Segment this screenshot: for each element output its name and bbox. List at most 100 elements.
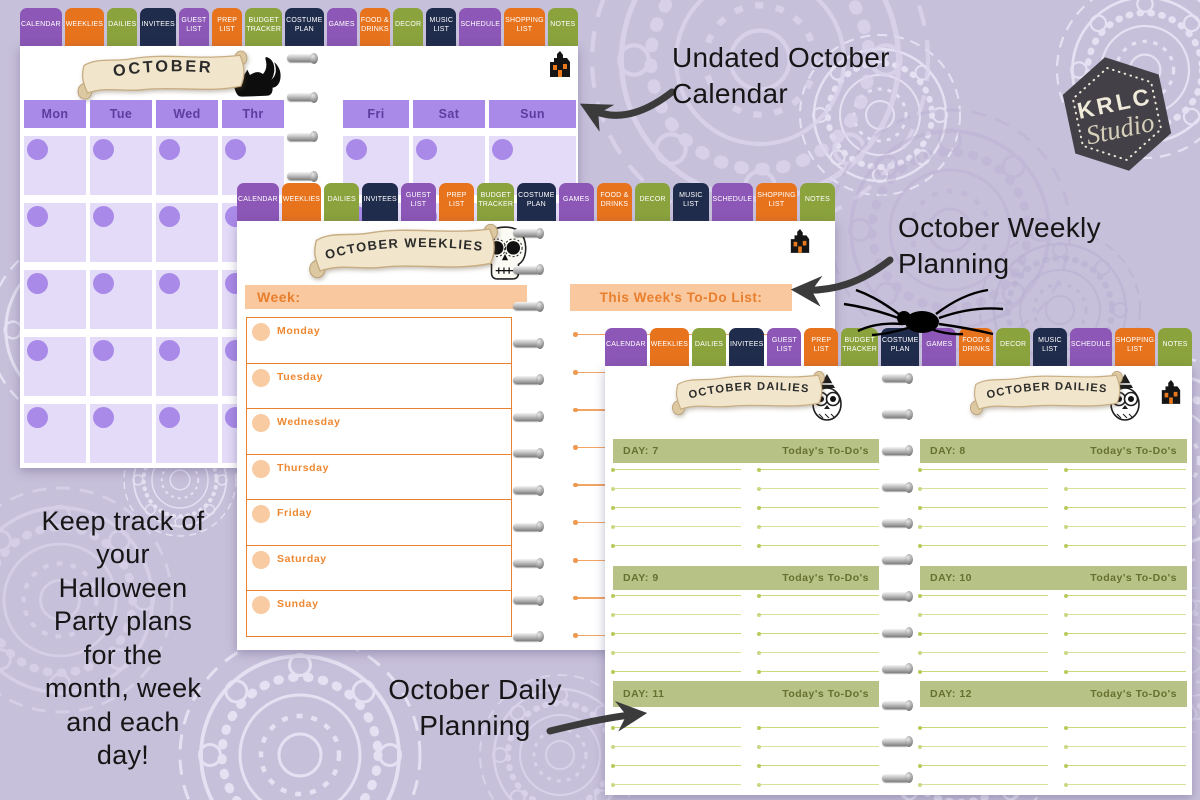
tab-calendar[interactable]: CALENDAR	[20, 8, 62, 46]
tab-dailies[interactable]: DAILIES	[692, 328, 726, 366]
weekly-row-wednesday[interactable]: Wednesday	[247, 409, 511, 455]
tab-dailies[interactable]: DAILIES	[324, 183, 360, 221]
daily-writing-line	[918, 612, 1048, 618]
calendar-day-cell[interactable]	[90, 337, 152, 396]
calendar-day-cell[interactable]	[90, 270, 152, 329]
tab-games[interactable]: GAMES	[558, 183, 594, 221]
tab-budget-tracker[interactable]: BUDGET TRACKER	[245, 8, 283, 46]
tab-calendar[interactable]: CALENDAR	[605, 328, 647, 366]
calendar-day-cell[interactable]	[156, 136, 218, 195]
tab-schedule[interactable]: SCHEDULE	[711, 183, 754, 221]
spiral-coil	[513, 484, 544, 496]
calendar-banner: OCTOBER	[72, 44, 282, 106]
weekly-day-label: Wednesday	[277, 416, 341, 429]
calendar-day-cell[interactable]	[24, 270, 86, 329]
weekly-day-label: Tuesday	[277, 370, 324, 383]
tab-notes[interactable]: NOTES	[799, 183, 836, 221]
tab-guest-list[interactable]: GUEST LIST	[767, 328, 802, 366]
tab-prep-list[interactable]: PREP LIST	[212, 8, 243, 46]
daily-writing-line	[611, 669, 741, 675]
daily-banner-right: OCTOBER DAILIES	[965, 368, 1145, 422]
tab-weeklies[interactable]: WEEKLIES	[649, 328, 690, 366]
weekly-row-thursday[interactable]: Thursday	[247, 455, 511, 501]
calendar-day-cell[interactable]	[156, 270, 218, 329]
daily-writing-line	[757, 543, 879, 549]
tab-invitees[interactable]: INVITEES	[728, 328, 765, 366]
tab-notes[interactable]: NOTES	[1158, 328, 1193, 366]
tab-food-drinks[interactable]: FOOD & DRINKS	[596, 183, 633, 221]
weekly-row-tuesday[interactable]: Tuesday	[247, 364, 511, 410]
tab-dailies[interactable]: DAILIES	[107, 8, 138, 46]
calendar-day-header-mon: Mon	[24, 100, 86, 128]
spiral-coil	[287, 170, 318, 182]
calendar-day-cell[interactable]	[24, 203, 86, 262]
tab-food-drinks[interactable]: FOOD & DRINKS	[359, 8, 390, 46]
spiral-coil	[513, 594, 544, 606]
tab-schedule[interactable]: SCHEDULE	[459, 8, 502, 46]
daily-writing-line	[611, 650, 741, 656]
tab-shopping-list[interactable]: SHOPPING LIST	[756, 183, 797, 221]
tab-invitees[interactable]: INVITEES	[362, 183, 398, 221]
calendar-day-cell[interactable]	[24, 136, 86, 195]
tab-music-list[interactable]: MUSIC LIST	[426, 8, 457, 46]
spiral-coil	[882, 663, 913, 675]
tab-schedule[interactable]: SCHEDULE	[1069, 328, 1112, 366]
day-dot-icon	[252, 414, 270, 433]
tab-invitees[interactable]: INVITEES	[140, 8, 176, 46]
tab-weeklies[interactable]: WEEKLIES	[64, 8, 105, 46]
tab-prep-list[interactable]: PREP LIST	[439, 183, 475, 221]
calendar-day-cell[interactable]	[156, 203, 218, 262]
spiral-coil	[882, 408, 913, 420]
tab-budget-tracker[interactable]: BUDGET TRACKER	[477, 183, 515, 221]
tab-notes[interactable]: NOTES	[547, 8, 578, 46]
weekly-row-friday[interactable]: Friday	[247, 500, 511, 546]
calendar-day-header-wed: Wed	[156, 100, 218, 128]
daily-writing-line	[757, 725, 879, 731]
tab-costume-plan[interactable]: COSTUME PLAN	[517, 183, 556, 221]
tab-music-list[interactable]: MUSIC LIST	[673, 183, 709, 221]
weekly-row-monday[interactable]: Monday	[247, 318, 511, 364]
weekly-day-label: Monday	[277, 325, 321, 337]
daily-writing-line	[1064, 467, 1186, 473]
daily-writing-line	[918, 524, 1048, 530]
calendar-day-cell[interactable]	[90, 136, 152, 195]
daily-writing-line	[1064, 612, 1186, 618]
tab-decor[interactable]: DECOR	[393, 8, 424, 46]
caption-text: Keep track of your Halloween Party plans…	[41, 506, 205, 771]
spiral-coil	[882, 590, 913, 602]
tab-shopping-list[interactable]: SHOPPING LIST	[1114, 328, 1156, 366]
calendar-day-cell[interactable]	[24, 404, 86, 463]
tab-calendar[interactable]: CALENDAR	[237, 183, 279, 221]
calendar-day-cell[interactable]	[156, 337, 218, 396]
haunted-house-icon	[1161, 380, 1181, 404]
weekly-row-saturday[interactable]: Saturday	[247, 546, 511, 592]
calendar-day-cell[interactable]	[90, 404, 152, 463]
tab-guest-list[interactable]: GUEST LIST	[400, 183, 437, 221]
krlc-studio-badge: KRLC Studio	[1062, 57, 1172, 171]
weekly-row-sunday[interactable]: Sunday	[247, 591, 511, 636]
haunted-house-icon	[550, 51, 570, 77]
calendar-day-cell[interactable]	[24, 337, 86, 396]
tab-costume-plan[interactable]: COSTUME PLAN	[285, 8, 324, 46]
weekly-day-label: Thursday	[277, 461, 330, 474]
tab-guest-list[interactable]: GUEST LIST	[178, 8, 210, 46]
tab-music-list[interactable]: MUSIC LIST	[1033, 328, 1067, 366]
tab-games[interactable]: GAMES	[326, 8, 357, 46]
tab-shopping-list[interactable]: SHOPPING LIST	[504, 8, 545, 46]
spiral-coil	[882, 736, 913, 748]
daily-writing-line	[918, 505, 1048, 511]
spiral-coil	[513, 447, 544, 459]
daily-writing-line	[1064, 650, 1186, 656]
calendar-day-cell[interactable]	[90, 203, 152, 262]
tab-decor[interactable]: DECOR	[635, 183, 671, 221]
daily-writing-line	[611, 593, 741, 599]
tab-weeklies[interactable]: WEEKLIES	[281, 183, 322, 221]
daily-writing-line	[757, 763, 879, 769]
daily-writing-line	[1064, 524, 1186, 530]
calendar-day-cell[interactable]	[156, 404, 218, 463]
daily-writing-line	[757, 631, 879, 637]
daily-todo-label: Today's To-Do's	[1090, 572, 1177, 584]
